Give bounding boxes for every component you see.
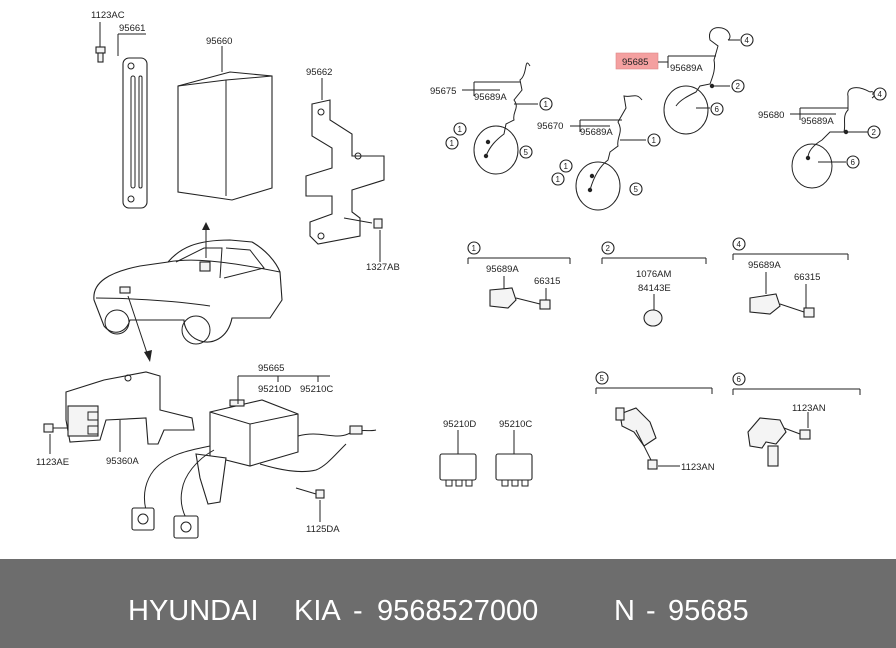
label-95661: 95661	[119, 23, 145, 34]
callout-2b: 2	[872, 128, 877, 137]
label-95670: 95670	[537, 121, 563, 132]
callout-6a: 6	[715, 105, 720, 114]
detail-6: 6 1123AN	[732, 372, 861, 467]
detail-2: 2 1076AM 84143E	[601, 241, 707, 327]
relay-box-95665	[131, 399, 377, 539]
bracket-95662	[305, 99, 385, 245]
bracket-95661	[122, 57, 148, 209]
label-95210D: 95210D	[258, 384, 291, 395]
footer-dash-2: -	[646, 595, 656, 627]
detail-5-number: 5	[600, 374, 605, 383]
footer-dash-1: -	[353, 595, 363, 627]
label-95685: 95685	[622, 57, 648, 68]
car-illustration	[93, 222, 283, 362]
callout-4b: 4	[878, 90, 883, 99]
label-1327AB: 1327AB	[366, 262, 400, 273]
relay-95210D	[439, 453, 477, 487]
label-95665: 95665	[258, 363, 284, 374]
label-95662: 95662	[306, 67, 332, 78]
detail-2-label-84143E: 84143E	[638, 283, 671, 294]
bracket-95360A	[65, 371, 195, 445]
detail-2-number: 2	[606, 244, 611, 253]
label-95210D-relay: 95210D	[443, 419, 476, 430]
callout-1a: 1	[544, 100, 549, 109]
label-1123AC: 1123AC	[91, 10, 125, 21]
detail-6-number: 6	[737, 375, 742, 384]
label-95680: 95680	[758, 110, 784, 121]
callout-1e: 1	[564, 162, 569, 171]
bolt-1123AC	[95, 22, 106, 63]
footer-part-number: 9568527000	[377, 595, 538, 627]
detail-4: 4 95689A 66315	[732, 237, 849, 318]
callout-1c: 1	[450, 139, 455, 148]
callout-1b: 1	[458, 125, 463, 134]
sensor-95675	[473, 62, 531, 175]
detail-4-label-66315: 66315	[794, 272, 820, 283]
highlight-95685	[615, 52, 659, 70]
callout-2a: 2	[736, 82, 741, 91]
footer-brand: HYUNDAI	[128, 595, 259, 627]
label-1123AE: 1123AE	[36, 457, 69, 468]
detail-5: 5 1123AN	[595, 371, 715, 473]
label-95360A: 95360A	[106, 456, 139, 467]
label-95210C: 95210C	[300, 384, 333, 395]
sensor-95670	[575, 95, 643, 211]
ecu-box-95660	[177, 71, 273, 201]
sensor-95680	[791, 87, 875, 189]
callout-4a: 4	[745, 36, 750, 45]
bolt-1327AB	[343, 217, 383, 229]
detail-1-label-66315: 66315	[534, 276, 560, 287]
callout-5b: 5	[634, 185, 639, 194]
sensor-95685	[663, 27, 731, 135]
label-95689A-3: 95689A	[670, 63, 703, 74]
callout-5a: 5	[524, 148, 529, 157]
detail-4-label-95689A: 95689A	[748, 260, 781, 271]
bolt-1125DA	[295, 487, 325, 499]
callout-6b: 6	[851, 158, 856, 167]
label-95210C-relay: 95210C	[499, 419, 532, 430]
footer-maker: KIA	[294, 595, 341, 627]
label-95675: 95675	[430, 86, 456, 97]
detail-6-label-1123AN: 1123AN	[792, 403, 826, 414]
detail-5-label-1123AN: 1123AN	[681, 462, 715, 473]
label-95660: 95660	[206, 36, 232, 47]
callout-1f: 1	[556, 175, 561, 184]
label-95689A-4: 95689A	[801, 116, 834, 127]
detail-2-label-1076AM: 1076AM	[636, 269, 671, 280]
footer-n: N	[614, 595, 635, 627]
bolt-1123AE	[43, 423, 68, 433]
detail-1-label-95689A: 95689A	[486, 264, 519, 275]
footer-ref: 95685	[668, 595, 749, 627]
relay-95210C	[495, 453, 533, 487]
detail-1-number: 1	[472, 244, 477, 253]
detail-1: 1 95689A 66315	[467, 241, 571, 310]
label-1125DA: 1125DA	[306, 524, 340, 535]
detail-4-number: 4	[737, 240, 742, 249]
callout-circles: 1 1 1 5 1 1 1 5 4 2 6 4 2 6	[445, 33, 887, 196]
callout-1d: 1	[652, 136, 657, 145]
label-95689A-1: 95689A	[474, 92, 507, 103]
footer-bar	[0, 559, 896, 648]
label-95689A-2: 95689A	[580, 127, 613, 138]
